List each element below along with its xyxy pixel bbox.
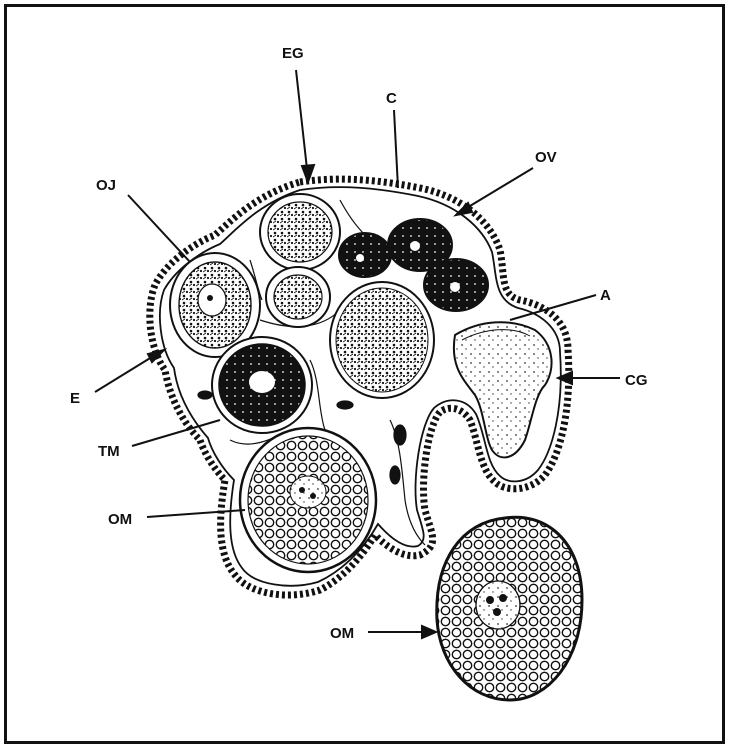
oocyte-om-external: [437, 517, 582, 700]
label-tm: TM: [98, 443, 120, 460]
oocyte-central: [330, 282, 434, 398]
label-c: C: [386, 90, 397, 107]
follicle-middle: [266, 267, 330, 327]
label-ov: OV: [535, 149, 557, 166]
oocyte-tm: [212, 337, 312, 433]
label-om-internal: OM: [108, 511, 132, 528]
label-eg: EG: [282, 45, 304, 62]
label-om-external: OM: [330, 625, 354, 642]
label-cg: CG: [625, 372, 648, 389]
follicle-upper: [260, 194, 340, 270]
label-a: A: [600, 287, 611, 304]
label-e: E: [70, 390, 80, 407]
label-oj: OJ: [96, 177, 116, 194]
oocyte-om-internal: [240, 428, 376, 572]
